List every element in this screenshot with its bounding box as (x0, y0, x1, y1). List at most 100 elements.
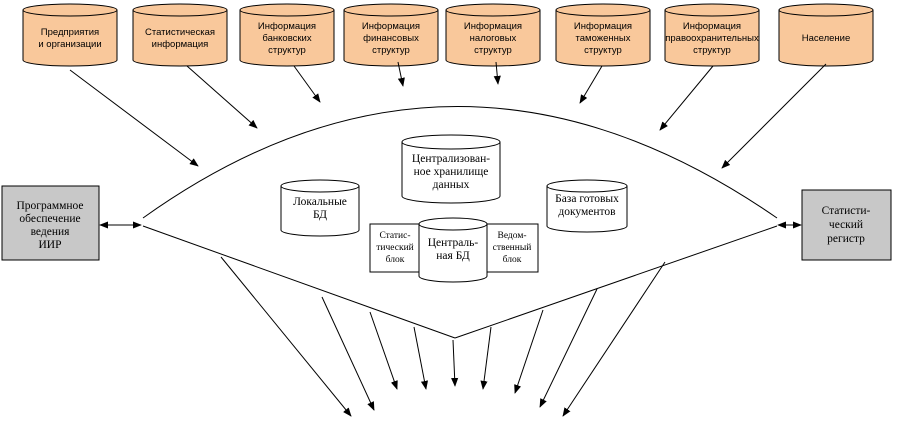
dept-block-label-line-3: блок (503, 254, 522, 265)
source-s3-label-line-2: банковских (262, 33, 311, 44)
source-s7-top (664, 3, 760, 17)
dept-block-label-line-2: ственный (493, 242, 532, 253)
source-s3-label-line-1: Информация (258, 21, 316, 32)
software-box-line-4: ИИР (38, 239, 61, 251)
statistical-register-label: Статисти-ческий регистр (822, 205, 871, 245)
source-s5-label-line-2: налоговых (470, 33, 517, 44)
source-s1-label-line-2: и организации (38, 39, 101, 50)
db-ready-docs-label-line-1: База готовых (555, 193, 619, 205)
fan-right-edge (454, 225, 778, 339)
stat-block-label-line-2: тический (376, 242, 413, 253)
source-s4-body (343, 10, 439, 67)
db-local-label-line-1: Локальные (293, 196, 347, 208)
db-central-store-top (401, 134, 501, 150)
stat-block-label-line-1: Статис- (379, 231, 410, 241)
source-s1-body (22, 10, 118, 67)
source-s1-top (22, 3, 118, 17)
software-box-line-1: Программное (16, 200, 83, 212)
source-s4-label-line-2: финансовых (363, 33, 419, 44)
source-s2-body (132, 10, 228, 67)
db-central-store-body (401, 142, 501, 204)
arrow-source-1 (69, 69, 199, 167)
fan-arc (142, 106, 778, 219)
stat-block-label-line-3: блок (386, 254, 405, 265)
output-arrow-2 (321, 296, 375, 411)
output-arrow-1 (220, 256, 352, 417)
statistical-register-line-1: Статисти- (822, 205, 871, 217)
db-local-top (280, 179, 360, 193)
source-s5-label-line-1: Информация (464, 21, 522, 32)
db-central-body (418, 224, 488, 283)
source-s7-body (664, 10, 760, 67)
arrow-source-7 (659, 65, 714, 131)
source-s7-label-line-1: Информация (683, 21, 741, 32)
source-s2-label-line-2: информация (152, 39, 209, 50)
source-s5-top (445, 3, 541, 17)
db-central-label-line-1: Централь- (428, 237, 479, 249)
db-local-body (280, 186, 360, 237)
source-s6-top (555, 3, 651, 17)
arrow-source-2 (186, 65, 258, 129)
source-s6-body (555, 10, 651, 67)
output-arrow-8 (539, 288, 598, 408)
dept-block-label-line-1: Ведом- (497, 231, 526, 241)
statistical-register-line-2: ческий (829, 219, 863, 231)
software-box-line-3: ведения (31, 226, 71, 238)
db-ready-docs-body (546, 186, 628, 233)
output-arrow-4 (413, 326, 428, 390)
source-s4-top (343, 3, 439, 17)
fan-left-edge (142, 225, 456, 339)
source-s2-top (132, 3, 228, 17)
software-box-line-2: обеспечение (19, 213, 80, 225)
db-central-label-line-2: ная БД (436, 250, 470, 262)
output-arrow-6 (480, 326, 492, 390)
arrow-source-5 (493, 61, 501, 85)
source-s6-label-line-3: структур (584, 45, 622, 56)
output-arrow-9 (562, 261, 666, 417)
statistical-register-line-3: регистр (827, 233, 865, 245)
output-arrow-7 (514, 309, 544, 394)
source-s8: Население (778, 3, 874, 67)
source-s5-label-line-3: структур (474, 45, 512, 56)
source-s4-label-line-3: структур (372, 45, 410, 56)
databases-group: Централизован-ное хранилищеданныхЛокальн… (280, 134, 628, 283)
source-s6-label-line-2: таможенных (576, 33, 631, 44)
db-ready-docs-label-line-2: документов (558, 206, 616, 218)
source-s3-label-line-3: структур (268, 45, 306, 56)
db-central-store-label-line-1: Централизован- (412, 153, 490, 165)
output-arrow-5 (451, 339, 459, 387)
statistical-register-box (801, 189, 892, 261)
source-s4-label-line-1: Информация (362, 21, 420, 32)
db-ready-docs-top (546, 179, 628, 193)
software-box (1, 185, 100, 261)
source-s1-label-line-1: Предприятия (41, 27, 99, 38)
arrow-source-3 (293, 65, 321, 103)
source-s8-body (778, 10, 874, 67)
source-s3-top (239, 3, 335, 17)
source-s6-label-line-1: Информация (574, 21, 632, 32)
source-s3-body (239, 10, 335, 67)
source-s7-label-line-2: правоохранительных (665, 33, 759, 44)
dept-block-box (485, 223, 539, 273)
db-central: Централь-ная БД (418, 217, 488, 283)
db-central-store-label-line-2: ное хранилище (414, 166, 489, 178)
db-local-label-line-2: БД (313, 209, 327, 221)
source-s5-body (445, 10, 541, 67)
source-s7-label-line-3: структур (693, 45, 731, 56)
db-central-store-label-line-3: данных (433, 179, 470, 191)
output-arrow-3 (369, 311, 398, 390)
source-s8-label-line-1: Население (802, 33, 851, 44)
